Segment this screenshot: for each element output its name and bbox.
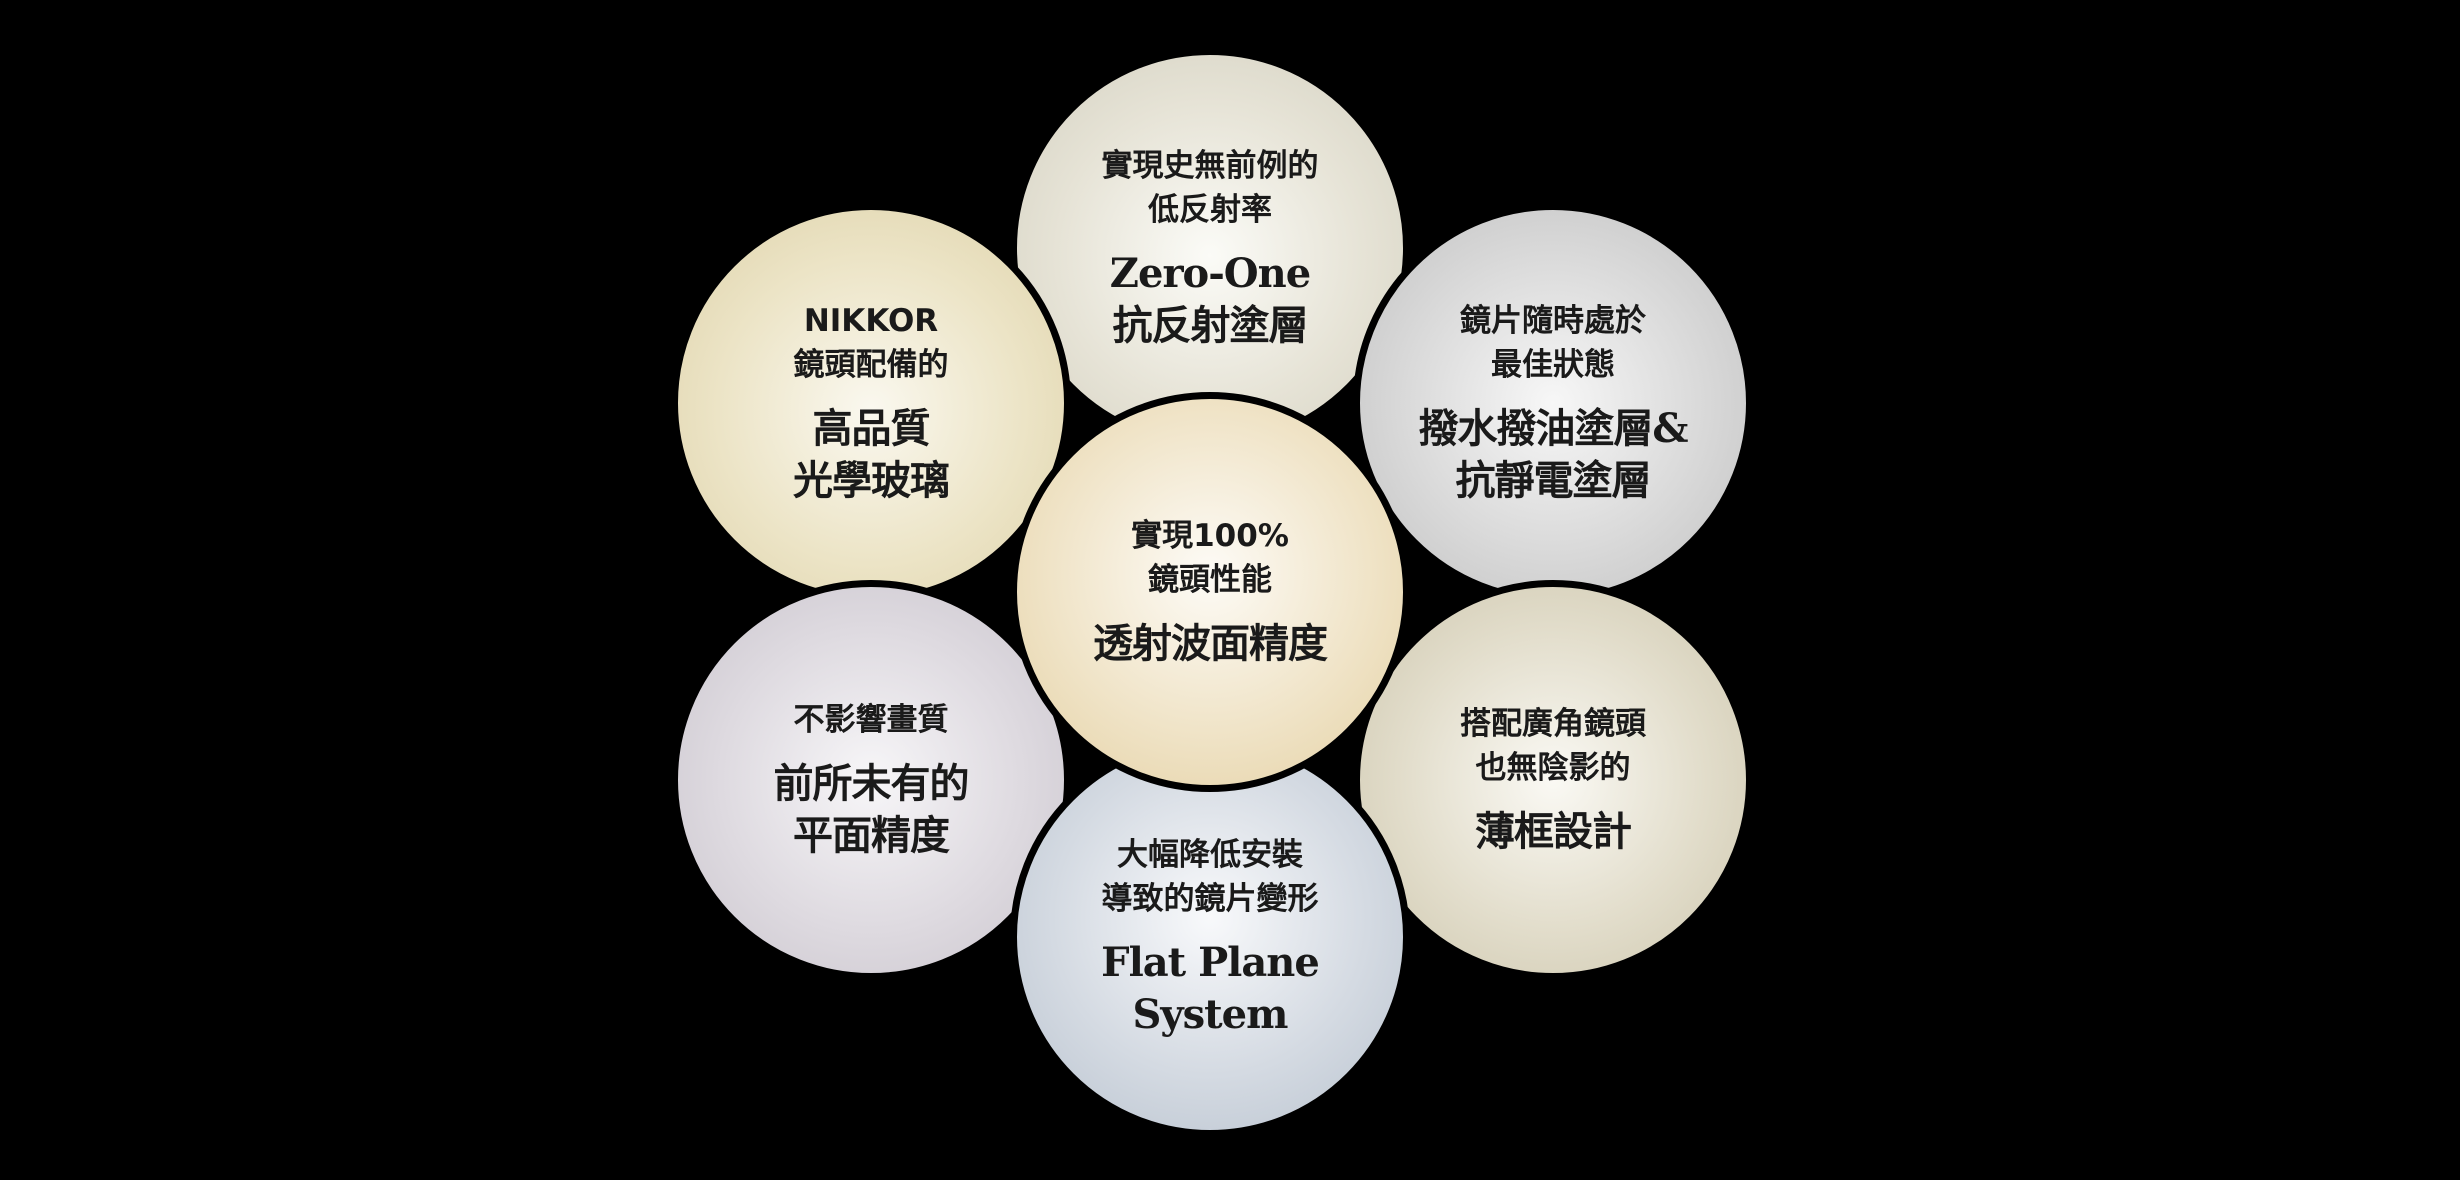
feature-circle-flatness: 不影響畫質 前所未有的 平面精度 bbox=[671, 580, 1071, 980]
feature-circle-optical-glass: NIKKOR 鏡頭配備的 高品質 光學玻璃 bbox=[671, 203, 1071, 603]
center-circle-wavefront-accuracy: 實現100% 鏡頭性能 透射波面精度 bbox=[1010, 392, 1410, 792]
feature-title: Zero-One 抗反射塗層 bbox=[1109, 250, 1311, 349]
feature-circle-coatings: 鏡片隨時處於 最佳狀態 撥水撥油塗層& 抗靜電塗層 bbox=[1353, 203, 1753, 603]
feature-subtitle: NIKKOR 鏡頭配備的 bbox=[793, 303, 949, 383]
feature-subtitle: 鏡片隨時處於 最佳狀態 bbox=[1460, 303, 1646, 383]
feature-circle-zero-one-coating: 實現史無前例的 低反射率 Zero-One 抗反射塗層 bbox=[1010, 48, 1410, 448]
feature-title: 高品質 光學玻璃 bbox=[793, 405, 950, 504]
center-title: 透射波面精度 bbox=[1093, 620, 1328, 667]
feature-title: 前所未有的 平面精度 bbox=[773, 760, 970, 859]
feature-title: 薄框設計 bbox=[1475, 808, 1632, 855]
feature-title: 撥水撥油塗層& 抗靜電塗層 bbox=[1418, 405, 1688, 504]
feature-subtitle: 搭配廣角鏡頭 也無陰影的 bbox=[1460, 706, 1646, 786]
feature-circle-thin-frame: 搭配廣角鏡頭 也無陰影的 薄框設計 bbox=[1353, 580, 1753, 980]
feature-subtitle: 不影響畫質 bbox=[793, 702, 949, 738]
feature-title: Flat Plane System bbox=[1101, 939, 1320, 1038]
center-subtitle: 實現100% 鏡頭性能 bbox=[1131, 518, 1289, 598]
feature-subtitle: 實現史無前例的 低反射率 bbox=[1101, 148, 1319, 228]
feature-subtitle: 大幅降低安裝 導致的鏡片變形 bbox=[1101, 837, 1319, 917]
feature-circle-flat-plane-system: 大幅降低安裝 導致的鏡片變形 Flat Plane System bbox=[1010, 737, 1410, 1137]
